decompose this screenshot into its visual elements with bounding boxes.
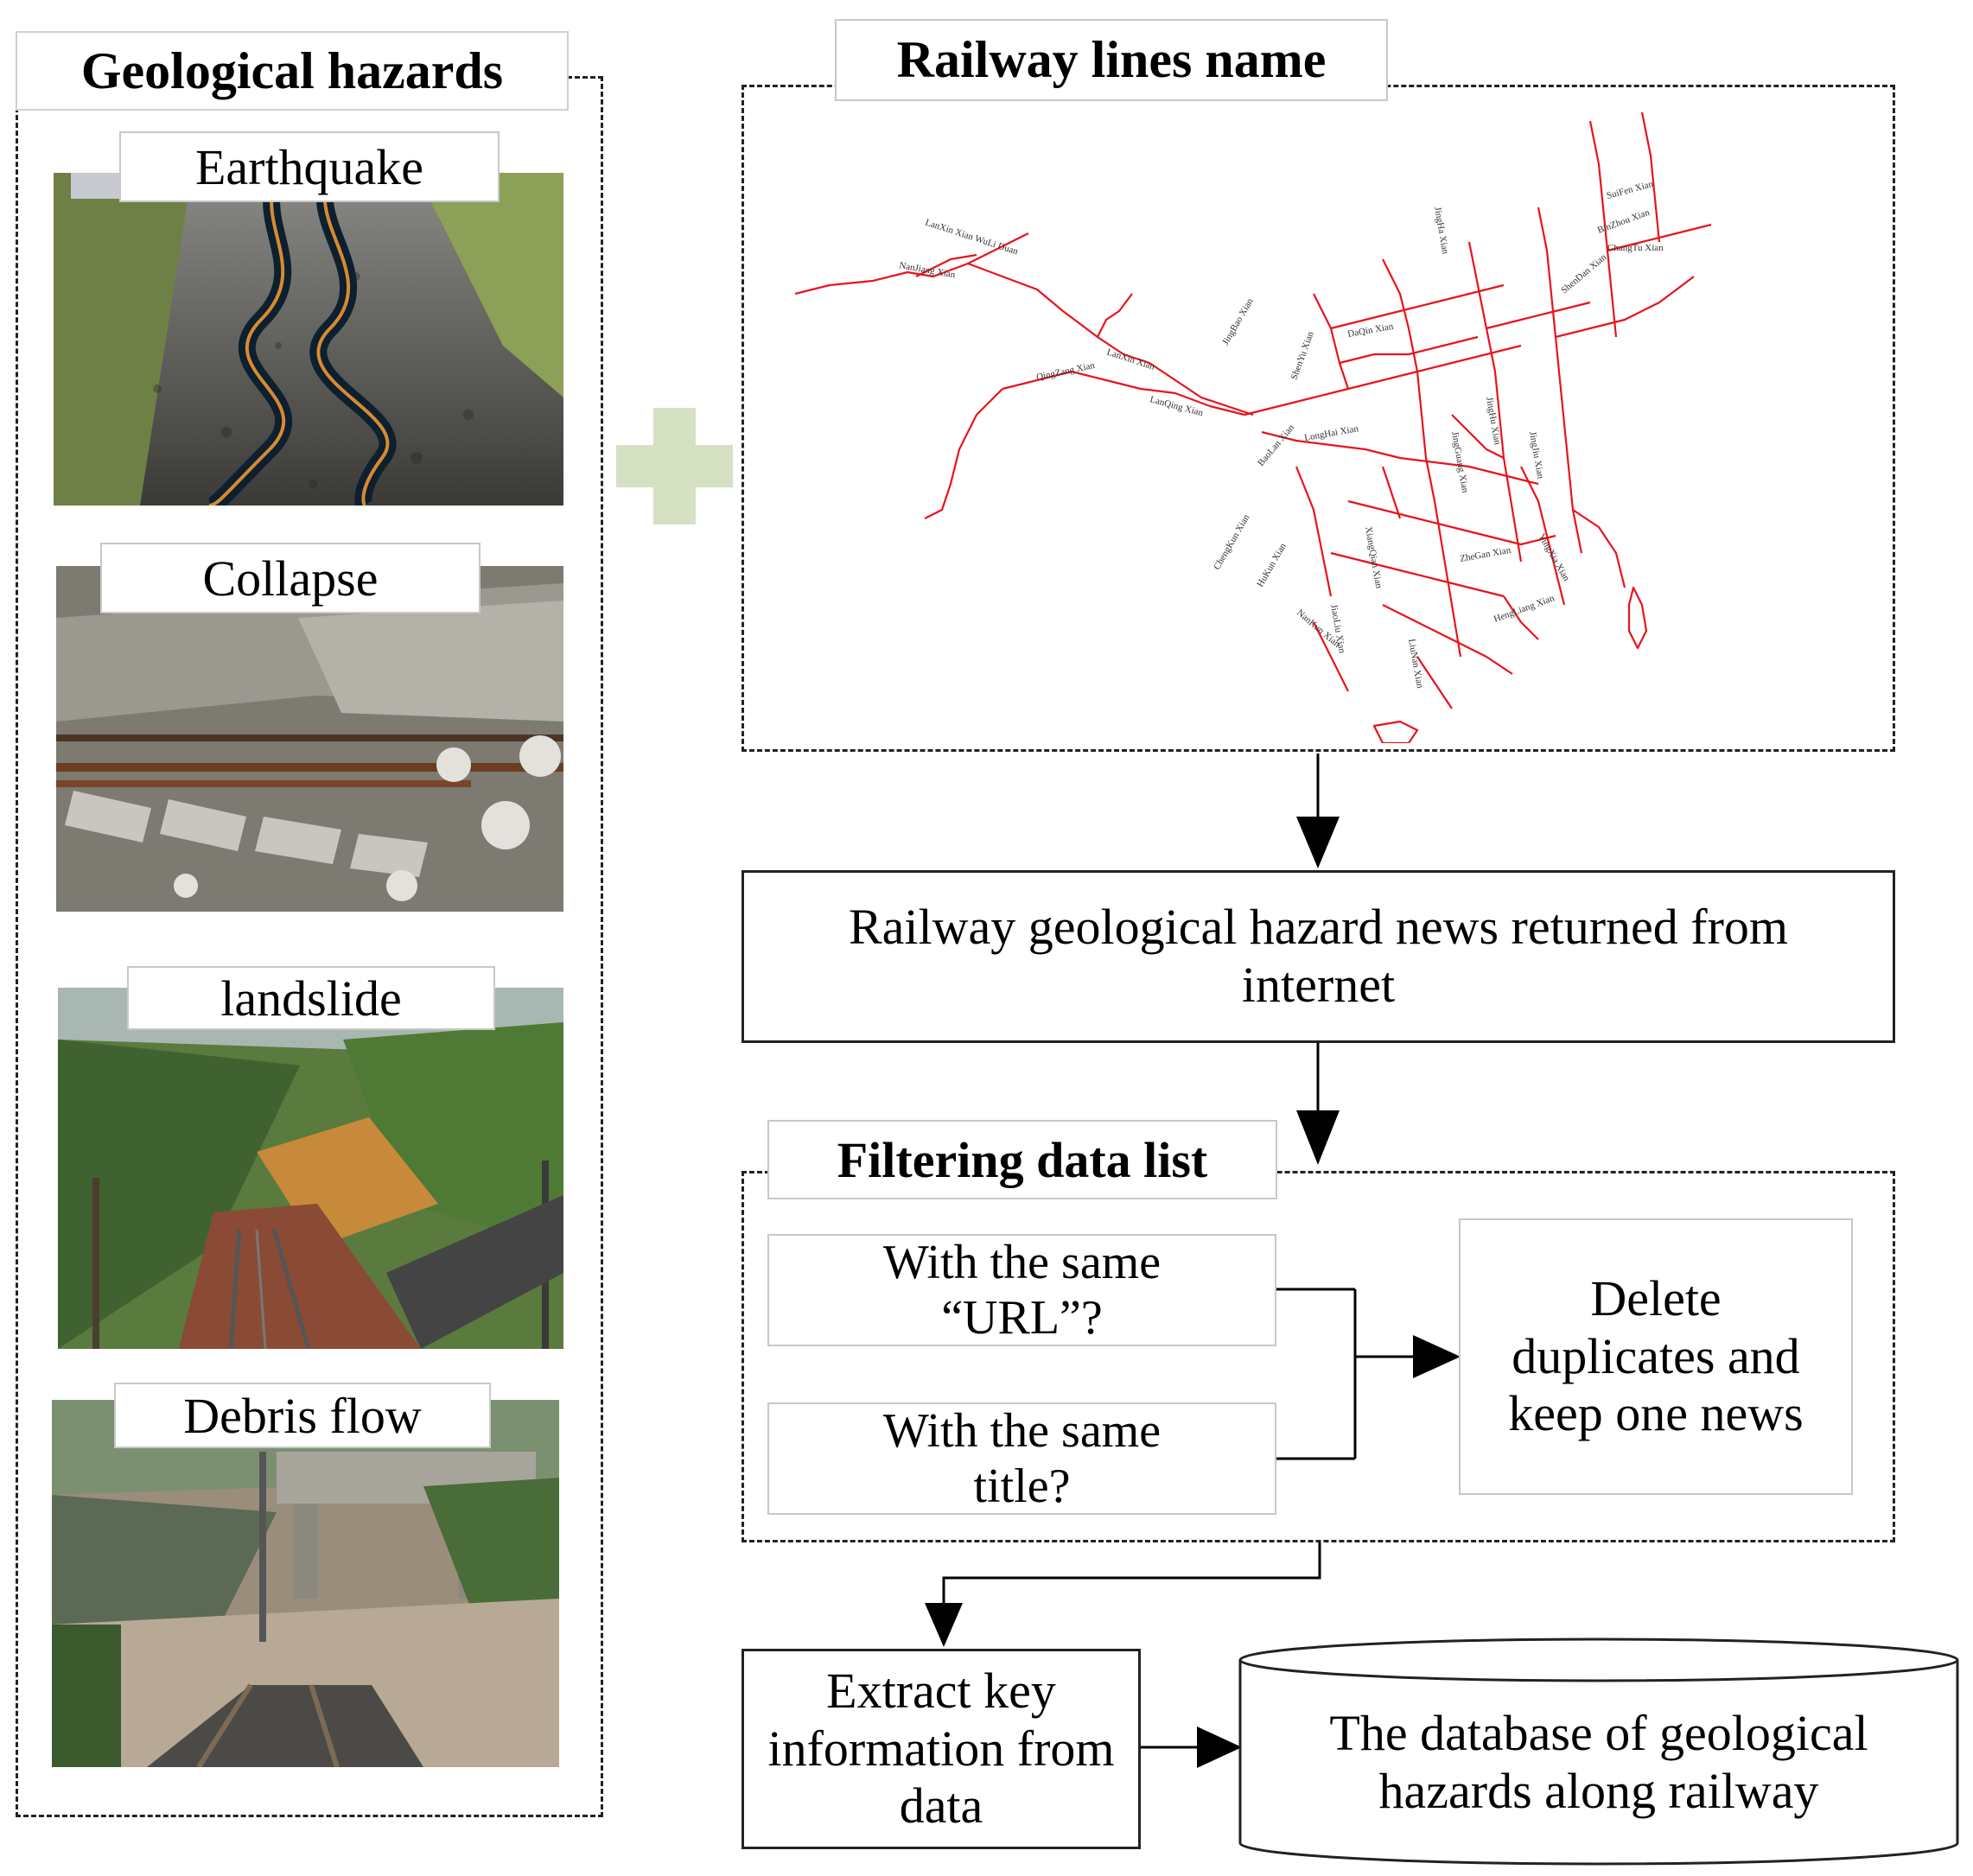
earthquake-label: Earthquake (119, 131, 500, 202)
database-label: The database of geological hazards along… (1329, 1705, 1868, 1819)
railway-lines-title: Railway lines name (835, 19, 1388, 101)
debris-flow-label: Debris flow (114, 1383, 491, 1448)
filtering-title: Filtering data list (767, 1120, 1277, 1199)
news-box: Railway geological hazard news returned … (741, 870, 1895, 1043)
landslide-label: landslide (127, 966, 495, 1030)
same-url-box: With the same “URL”? (767, 1234, 1276, 1346)
database-cylinder (1236, 1636, 1962, 1869)
landslide-photo (58, 988, 563, 1349)
collapse-label: Collapse (100, 543, 481, 614)
map-label: ChangTu Xian (1607, 243, 1664, 253)
earthquake-photo (54, 173, 563, 506)
plus-icon (616, 408, 733, 525)
extract-info-box: Extract key information from data (741, 1649, 1141, 1849)
geological-hazards-title: Geological hazards (16, 31, 569, 111)
railway-network-map: LanXin Xian WuLi Duan NanJiang Xian LanX… (778, 104, 1728, 745)
filtering-panel (741, 1171, 1895, 1542)
same-title-box: With the same title? (767, 1402, 1276, 1515)
collapse-photo (56, 566, 563, 912)
delete-duplicates-box: Delete duplicates and keep one news (1459, 1218, 1853, 1495)
